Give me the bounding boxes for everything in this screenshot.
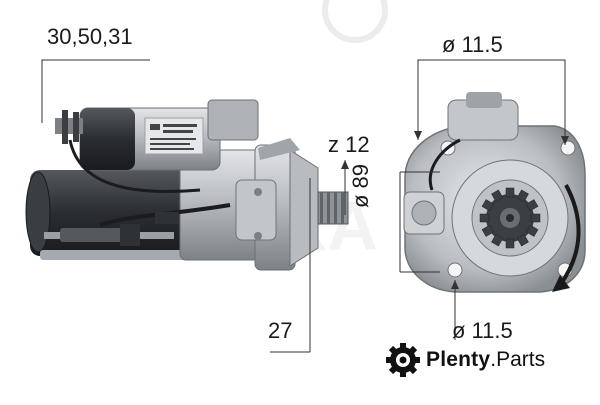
brand-name: Plenty [426,348,491,371]
starter-end-view [403,92,586,293]
bolt-hole-bottom-label: ø 11.5 [452,318,513,343]
diameter-89-label: ø 89 [348,163,373,208]
plenty-gear-logo-icon [386,343,420,377]
teeth-count-label: z 12 [328,132,370,157]
length-dimension-label: 27 [268,318,293,343]
bolt-hole-top-label: ø 11.5 [442,32,503,57]
starter-side-view [25,99,349,271]
part-number-label: 30,50,31 [47,24,133,49]
pinion-gear [479,187,541,249]
plenty-parts-logo: Plenty.Parts [386,343,545,377]
dimension-arrowheads [341,131,569,289]
rotation-arrow-icon [552,184,581,292]
dimension-lines [41,59,566,353]
brand-tld: .Parts [490,348,546,371]
